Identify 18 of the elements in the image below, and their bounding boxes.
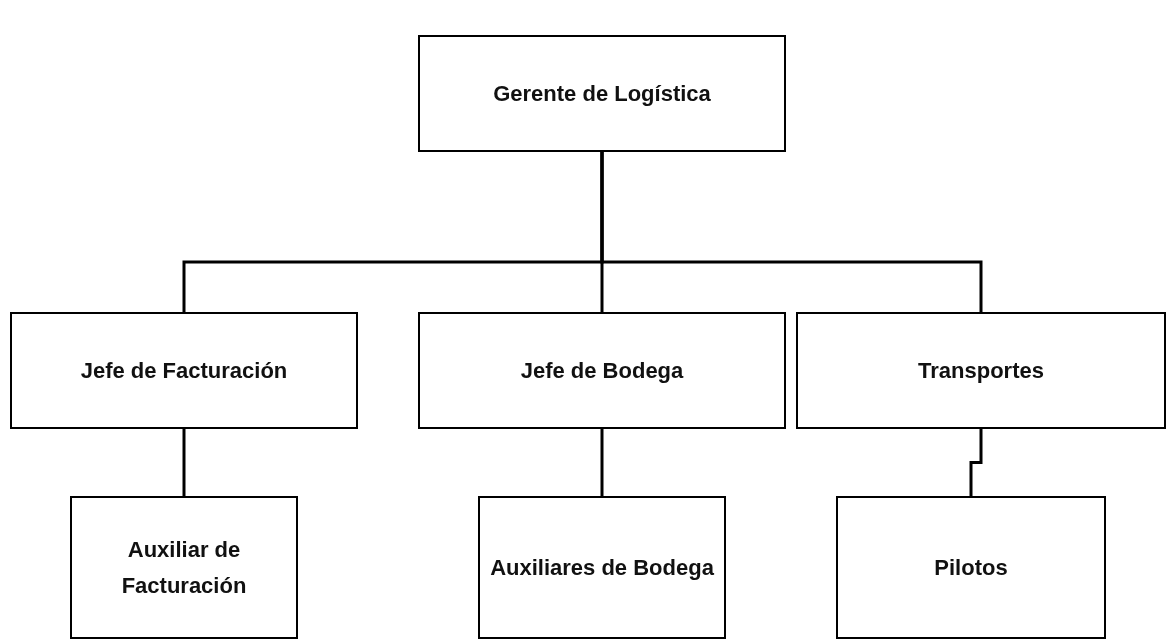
- org-box: [478, 496, 726, 639]
- org-box: [10, 312, 358, 429]
- role-label: Jefe de Bodega: [519, 356, 685, 385]
- org-box: [796, 312, 1166, 429]
- role-label: Auxiliares de Bodega: [489, 553, 715, 582]
- role-label: Pilotos: [933, 553, 1009, 582]
- role-label: Auxiliar de Facturación: [120, 536, 248, 600]
- org-box: [418, 312, 786, 429]
- connector-line: [600, 429, 604, 496]
- org-box: [418, 35, 786, 152]
- org-box: [70, 496, 298, 639]
- role-label: Gerente de Logística: [492, 79, 712, 108]
- role-label: Jefe de Facturación: [79, 356, 289, 385]
- connector-line: [182, 429, 186, 496]
- role-label: Transportes: [917, 356, 1045, 385]
- connector-line: [600, 152, 983, 312]
- org-box: [836, 496, 1106, 639]
- connector-line: [969, 429, 983, 496]
